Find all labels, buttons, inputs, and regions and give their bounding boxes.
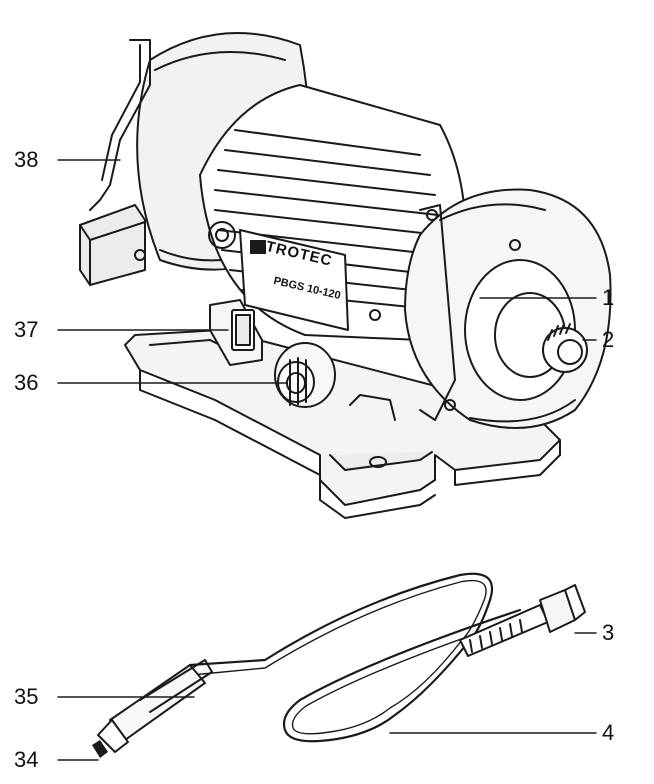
callout-4: 4 (602, 720, 615, 745)
stand-base (124, 329, 561, 519)
right-wheel-guard (369, 188, 612, 429)
flexible-shaft (92, 572, 586, 758)
callout-2: 2 (602, 327, 615, 352)
motor-housing (199, 84, 467, 408)
callout-38: 38 (14, 147, 39, 172)
callout-34: 34 (14, 747, 39, 772)
callout-1: 1 (602, 285, 615, 310)
leader-lines (57, 159, 597, 761)
callout-37: 37 (14, 317, 39, 342)
callout-35: 35 (14, 684, 39, 709)
callout-36: 36 (14, 370, 39, 395)
callout-3: 3 (602, 620, 615, 645)
